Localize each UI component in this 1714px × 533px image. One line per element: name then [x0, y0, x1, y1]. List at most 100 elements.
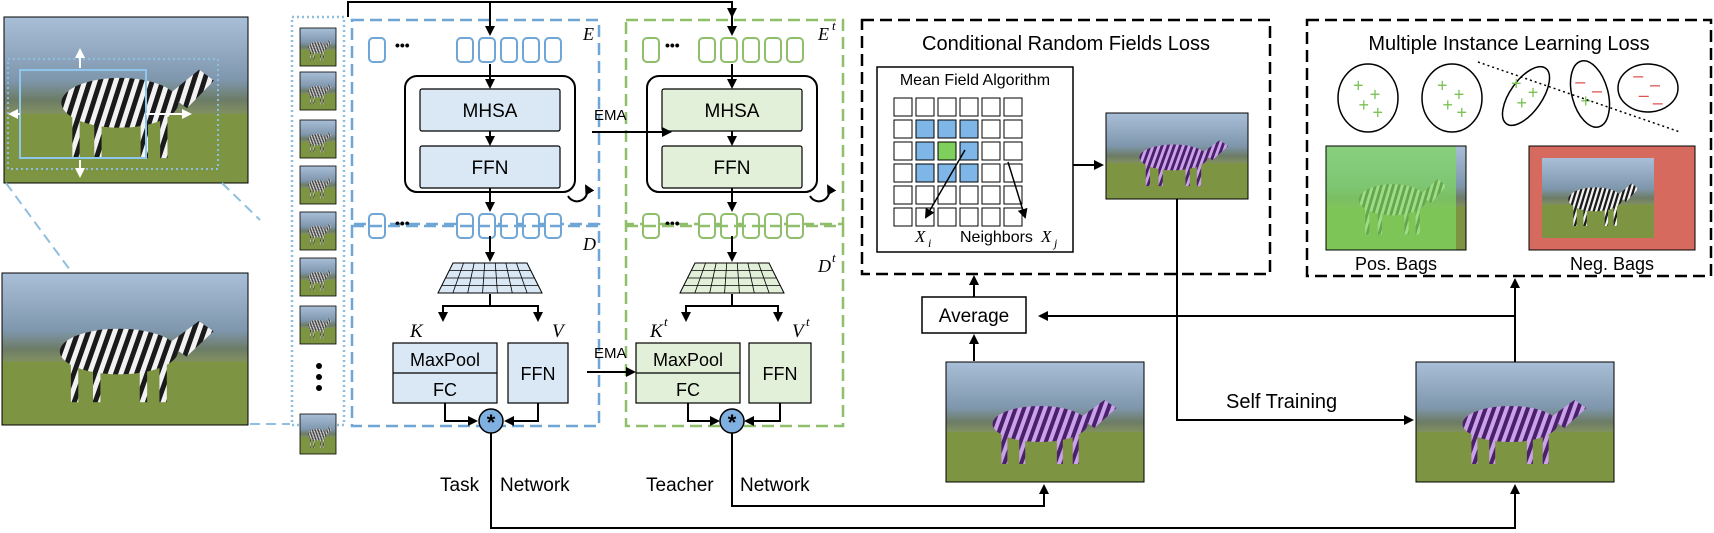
plus-icon: + [1373, 102, 1384, 122]
image-patch [300, 258, 336, 296]
zoom-connector-lines [5, 182, 290, 425]
teacher-decoder-label: D [817, 256, 831, 276]
average-box [921, 296, 1027, 334]
feature-grid [437, 262, 543, 294]
ellipsis-bottom: ••• [395, 215, 410, 231]
token [456, 37, 474, 63]
crf-cell [1003, 163, 1023, 183]
crf-cell [937, 185, 957, 205]
average-label: Average [939, 306, 1009, 327]
crf-cell [1003, 141, 1023, 161]
plus-icon: + [1454, 84, 1465, 104]
plus-icon: + [1517, 93, 1528, 113]
teacher-maxpool-label: MaxPool [653, 350, 723, 370]
crf-cell [959, 97, 979, 117]
encoder-label: E [582, 24, 594, 44]
teacher-encoder-label: E [817, 24, 829, 44]
crf-cell [893, 185, 913, 205]
crf-cell [959, 119, 979, 139]
negative-bag-image [1528, 145, 1696, 251]
crf-cell [1003, 185, 1023, 205]
teacher-ffn-label: FFN [714, 158, 751, 179]
teacher-ffn2-block [748, 342, 812, 404]
crf-cell [937, 207, 957, 227]
minus-icon: – [1575, 71, 1585, 91]
token [742, 37, 760, 63]
maxpool-label: MaxPool [410, 350, 480, 370]
ellipsis-top: ••• [395, 37, 410, 53]
crf-cell [981, 97, 1001, 117]
teacher-prediction-image [945, 361, 1145, 483]
crf-cell [937, 163, 957, 183]
task-encoder: E ••• MHSA FFN ••• [350, 18, 601, 239]
crf-cell [893, 163, 913, 183]
crf-loss-panel: Conditional Random Fields Loss Mean Fiel… [860, 18, 1272, 276]
crf-cell [1003, 207, 1023, 227]
crf-cell [915, 97, 935, 117]
bag-ellipse [1569, 60, 1611, 128]
minus-icon: – [1592, 80, 1602, 100]
plus-icon: + [1511, 73, 1522, 93]
crf-cell [893, 207, 913, 227]
token [478, 37, 496, 63]
teacher-ellipsis-top: ••• [665, 37, 680, 53]
token [522, 37, 540, 63]
teacher-fc-label: FC [676, 380, 700, 400]
kt-label: K [649, 321, 664, 342]
minus-icon: – [1653, 92, 1663, 112]
teacher-output-arrow [731, 433, 1049, 507]
mean-field-title: Mean Field Algorithm [900, 72, 1050, 89]
vt-label: V [792, 321, 806, 342]
fc-label: FC [433, 380, 457, 400]
crf-cell [915, 119, 935, 139]
token [720, 37, 738, 63]
plus-icon: + [1353, 75, 1364, 95]
teacher-encoder-sup: t [832, 18, 836, 33]
teacher-mhsa-label: MHSA [705, 101, 760, 122]
crf-cell [1003, 119, 1023, 139]
image-patch [300, 212, 336, 250]
self-training-arrow [1176, 199, 1414, 425]
ema-label-upper: EMA [594, 107, 627, 124]
pos-bags-label: Pos. Bags [1355, 254, 1437, 274]
crf-cell [981, 207, 1001, 227]
bag-ellipse [1421, 63, 1483, 133]
source-image [3, 16, 249, 184]
crf-cell [915, 207, 935, 227]
token [786, 37, 804, 63]
task-output-arrow [490, 433, 1520, 529]
crf-cell [893, 97, 913, 117]
patch-strip [290, 15, 346, 455]
crf-cell [981, 141, 1001, 161]
input-split-line [347, 1, 737, 18]
bag-ellipse [1337, 63, 1399, 133]
crf-cell [915, 141, 935, 161]
token [368, 37, 386, 63]
token [500, 37, 518, 63]
crf-cell [981, 163, 1001, 183]
k-label: K [409, 321, 424, 342]
plus-icon: + [1528, 82, 1539, 102]
svg-text:*: * [728, 410, 737, 435]
svg-text:*: * [487, 410, 496, 435]
image-patch [300, 120, 336, 158]
teacher-encoder: E t ••• MHSA FFN ••• [624, 18, 845, 239]
self-training-label: Self Training [1226, 391, 1337, 413]
crf-cell [981, 185, 1001, 205]
minus-icon: – [1639, 85, 1649, 105]
task-encoder-frame [350, 18, 601, 226]
crf-cell [959, 207, 979, 227]
positive-bag-image [1325, 145, 1467, 251]
crf-cell [937, 97, 957, 117]
task-decoder: D K V MaxPool FC FFN * [350, 224, 601, 435]
teacher-decoder-sup: t [832, 250, 836, 265]
plus-icon: + [1437, 75, 1448, 95]
bag-ellipse [1617, 63, 1679, 113]
crf-cell [937, 141, 957, 161]
student-prediction-image [1415, 361, 1615, 483]
neg-bags-label: Neg. Bags [1570, 254, 1654, 274]
mil-loss-panel: Multiple Instance Learning Loss ++++++++… [1305, 18, 1713, 278]
teacher-label-a: Teacher [646, 475, 714, 496]
crf-cell [959, 141, 979, 161]
